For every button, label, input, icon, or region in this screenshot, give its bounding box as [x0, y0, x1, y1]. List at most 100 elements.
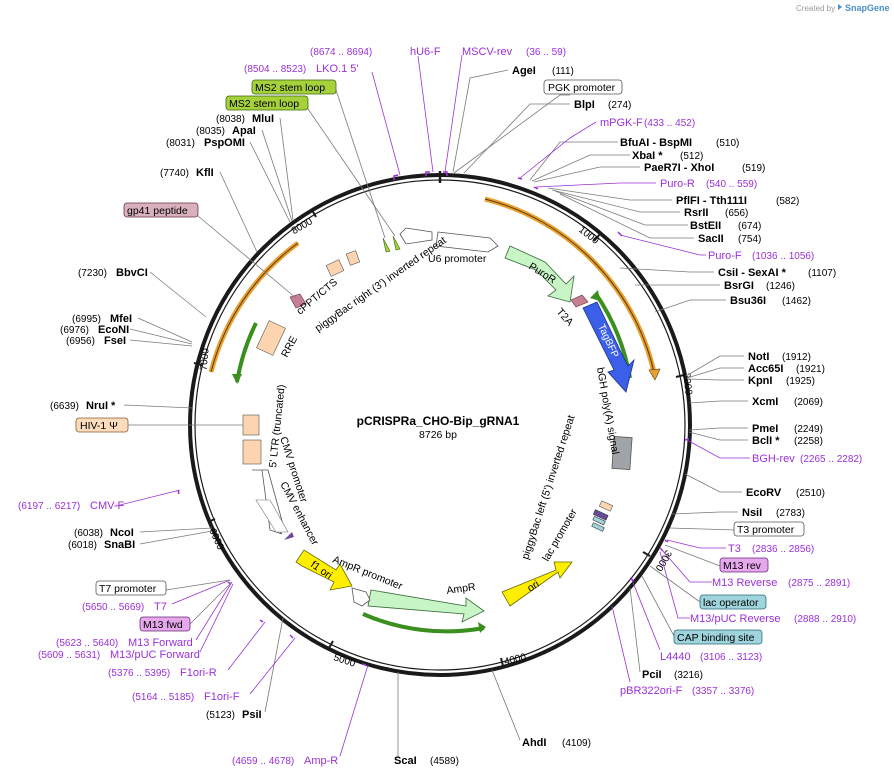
primer-m13-puc-reverse: M13/pUC Reverse — [690, 613, 780, 625]
svg-text:T7 promoter: T7 promoter — [99, 583, 157, 595]
svg-text:(2069): (2069) — [794, 397, 823, 408]
svg-text:1000: 1000 — [576, 224, 601, 247]
green-arc-bottom — [362, 612, 486, 634]
svg-text:(1107): (1107) — [808, 268, 836, 279]
enzyme-mlui: MluI — [252, 113, 274, 125]
svg-text:(6197 .. 6217): (6197 .. 6217) — [18, 501, 80, 512]
label-piggybac-left: piggyBac left (5') inverted repeat — [519, 414, 577, 561]
svg-text:6000: 6000 — [206, 527, 225, 552]
green-arc-left — [232, 322, 258, 384]
svg-text:(5609 .. 5631): (5609 .. 5631) — [38, 650, 100, 661]
enzyme-ecorv: EcoRV — [746, 487, 782, 499]
primer-f1ori-f: F1ori-F — [204, 691, 240, 703]
svg-text:(7230): (7230) — [78, 268, 107, 279]
svg-text:8000: 8000 — [290, 216, 315, 237]
svg-text:(1912): (1912) — [782, 352, 811, 363]
primer-cmv-f: CMV-F — [90, 500, 125, 512]
box-gp41-peptide — [123, 202, 199, 218]
ltr-boxes — [242, 414, 262, 465]
svg-text:(6038): (6038) — [74, 528, 103, 539]
tick-3000: 3000 — [642, 548, 673, 573]
svg-text:(4659 .. 4678): (4659 .. 4678) — [232, 756, 294, 767]
svg-text:(8504 .. 8523): (8504 .. 8523) — [244, 64, 306, 75]
box-m13-fwd — [139, 616, 191, 632]
brand-name: SnapGene — [845, 3, 890, 13]
primer-pbr322ori-f: pBR322ori-F — [620, 685, 683, 697]
svg-text:(8035): (8035) — [196, 126, 225, 137]
primer-mscv-rev: MSCV-rev — [462, 46, 513, 58]
enzyme-paer7i-xhoi: PaeR7I - XhoI — [644, 162, 714, 174]
svg-text:(6976): (6976) — [60, 325, 89, 336]
box-t3-promoter — [733, 521, 805, 537]
tick-4000: 4000 — [500, 652, 528, 668]
svg-text:(5123): (5123) — [206, 710, 235, 721]
ampR-arrow — [367, 589, 485, 623]
enzyme-leaders — [123, 69, 748, 758]
primer-m13-forward: M13 Forward — [128, 637, 193, 649]
primer-hu6-f: hU6-F — [410, 46, 441, 58]
plasmid-name: pCRISPRa_CHO-Bip_gRNA1 — [357, 414, 520, 428]
enzyme-noti: NotI — [748, 351, 769, 363]
enzyme-agei: AgeI — [512, 65, 536, 77]
svg-text:(2249): (2249) — [794, 424, 823, 435]
cppt-boxes — [325, 250, 361, 277]
enzyme-kfli: KflI — [196, 167, 214, 179]
orange-arc-left — [208, 240, 300, 373]
enzyme-nsii: NsiI — [742, 507, 762, 519]
svg-text:(2265 .. 2282): (2265 .. 2282) — [800, 454, 862, 465]
svg-text:(674): (674) — [738, 221, 761, 232]
svg-text:(2836 .. 2856): (2836 .. 2856) — [752, 544, 814, 555]
enzyme-bsu36i: Bsu36I — [730, 295, 766, 307]
label-rre: RRE — [279, 334, 300, 359]
svg-text:(754): (754) — [738, 234, 761, 245]
enzyme-pcii: PciI — [642, 669, 662, 681]
enzyme-econi: EcoNI — [98, 324, 129, 336]
svg-text:M13 fwd: M13 fwd — [143, 619, 183, 631]
ampR-promoter-arrow — [351, 587, 371, 607]
svg-text:2000: 2000 — [680, 372, 693, 396]
svg-text:lac operator: lac operator — [703, 597, 759, 609]
enzyme-bsrgi: BsrGI — [724, 280, 754, 292]
primer-m13-reverse: M13 Reverse — [712, 577, 777, 589]
svg-text:(5376 .. 5395): (5376 .. 5395) — [108, 668, 170, 679]
svg-text:(3357 .. 3376): (3357 .. 3376) — [692, 686, 754, 697]
svg-text:(2258): (2258) — [794, 436, 823, 447]
ms2-loop-markers — [382, 235, 401, 253]
box-pgk-promoter — [543, 79, 623, 95]
enzyme-psii: PsiI — [242, 709, 262, 721]
cmv-promoter-arrow — [252, 469, 289, 535]
enzyme-kpni: KpnI — [748, 375, 772, 387]
snapgene-logo-icon — [838, 4, 842, 10]
svg-text:(2888 .. 2910): (2888 .. 2910) — [794, 614, 856, 625]
label-u6-promoter: U6 promoter — [428, 253, 487, 265]
svg-text:(540 .. 559): (540 .. 559) — [706, 179, 757, 190]
svg-text:M13 rev: M13 rev — [723, 560, 762, 572]
label-ori: ori — [525, 578, 541, 594]
box-m13-rev — [719, 557, 769, 573]
svg-text:(1036 .. 1056): (1036 .. 1056) — [752, 251, 814, 262]
svg-text:(3106 .. 3123): (3106 .. 3123) — [700, 652, 762, 663]
enzyme-snabi: SnaBI — [104, 539, 135, 551]
primer-leaders — [115, 54, 750, 757]
svg-text:(1462): (1462) — [782, 296, 811, 307]
svg-text:(5650 .. 5669): (5650 .. 5669) — [82, 602, 144, 613]
box-t7-promoter — [95, 580, 167, 596]
box-ms2-stem-loop-1 — [251, 79, 337, 95]
enzyme-bsteii: BstEII — [690, 220, 721, 232]
enzyme-pflfi-tth111i: PflFI - Tth111I — [676, 195, 747, 207]
svg-text:4000: 4000 — [503, 652, 528, 668]
label-ampR: AmpR — [446, 581, 477, 597]
primer-m13-puc-forward: M13/pUC Forward — [110, 649, 200, 661]
plasmid-length: 8726 bp — [419, 429, 457, 441]
boxed-features: PGK promoter MS2 stem loop MS2 stem loop… — [75, 79, 805, 645]
gp41-marker — [289, 293, 307, 309]
svg-text:(1921): (1921) — [796, 364, 825, 375]
enzyme-ahdi: AhdI — [522, 737, 546, 749]
enzyme-blpi: BlpI — [574, 99, 595, 111]
svg-text:(6639): (6639) — [50, 401, 79, 412]
enzyme-mfei: MfeI — [110, 313, 132, 325]
svg-text:(5164 .. 5185): (5164 .. 5185) — [132, 692, 194, 703]
tick-1000: 1000 — [576, 224, 601, 247]
svg-text:CAP binding site: CAP binding site — [677, 632, 755, 644]
svg-text:(433 .. 452): (433 .. 452) — [644, 118, 695, 129]
